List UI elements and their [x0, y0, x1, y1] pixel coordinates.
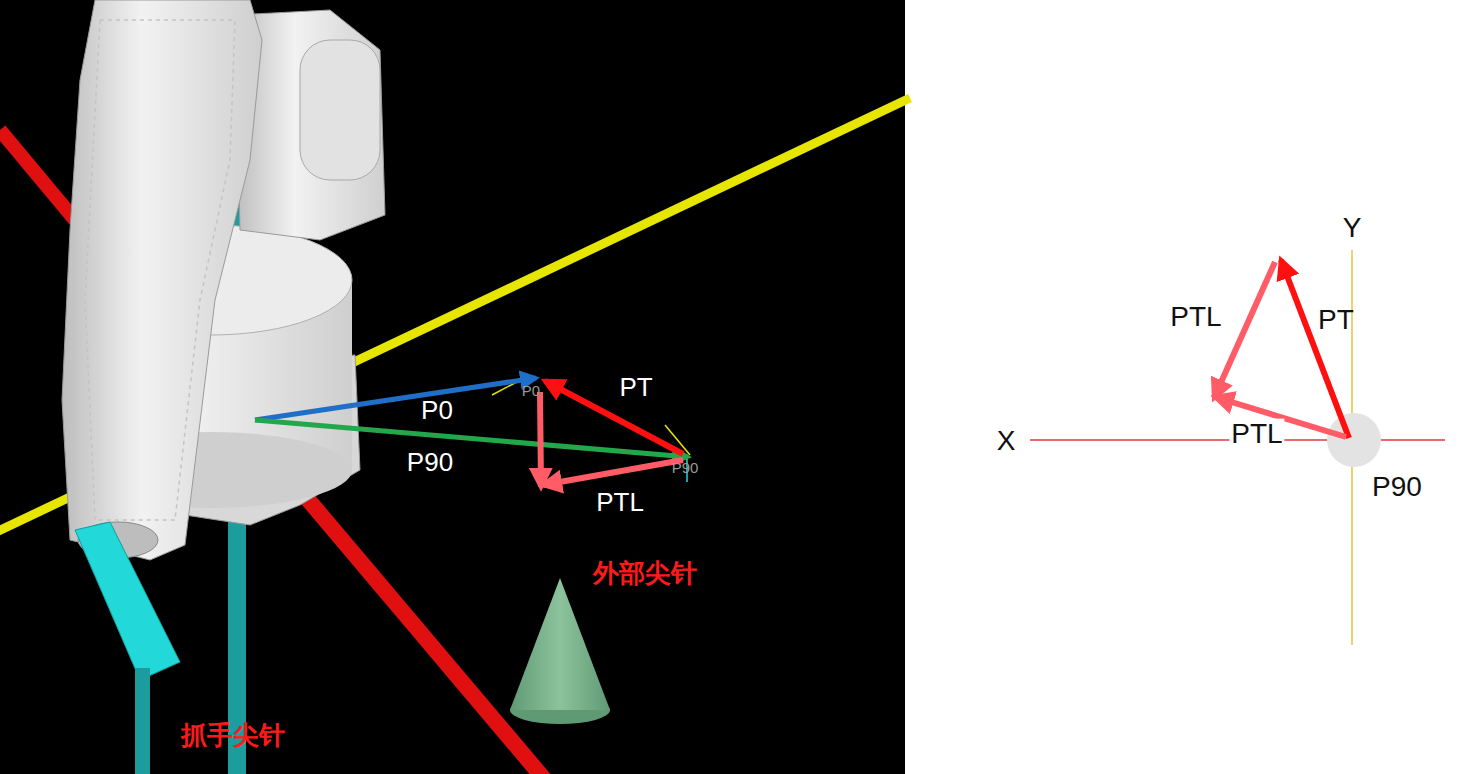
vector-label: PTL — [1229, 419, 1284, 450]
gripper-tip — [135, 668, 150, 774]
point-label: P90 — [670, 460, 701, 477]
vector-arrow — [540, 392, 541, 487]
robot-motor — [300, 40, 380, 180]
vector-label: P90 — [405, 448, 455, 477]
origin-point — [1327, 413, 1381, 467]
x-axis-bar — [300, 490, 545, 774]
x-axis-bar — [0, 130, 75, 220]
vector-arrow — [1281, 260, 1349, 438]
axis-label: Y — [1341, 213, 1364, 244]
vector-arrow — [255, 378, 536, 420]
axis-label: X — [995, 426, 1018, 457]
part-label: 抓手尖针 — [179, 721, 287, 750]
part-label: 外部尖针 — [591, 559, 699, 588]
external-pin-cone — [510, 578, 610, 710]
scene-background — [0, 0, 905, 774]
point-label: P90 — [1370, 472, 1424, 503]
vector-label: P0 — [419, 396, 455, 425]
robot-arm-detail — [85, 20, 235, 520]
vector-arrow — [545, 381, 683, 454]
vector-label: PT — [617, 373, 654, 402]
vector-arrow — [543, 460, 683, 485]
vector-label: PTL — [1168, 302, 1223, 333]
vector-arrow — [1214, 262, 1275, 398]
vector-label: PTL — [594, 488, 646, 517]
point-label: P0 — [520, 383, 542, 400]
vector-label: PT — [1316, 305, 1356, 336]
gripper-arm — [75, 522, 180, 680]
robot-arm — [62, 0, 262, 560]
